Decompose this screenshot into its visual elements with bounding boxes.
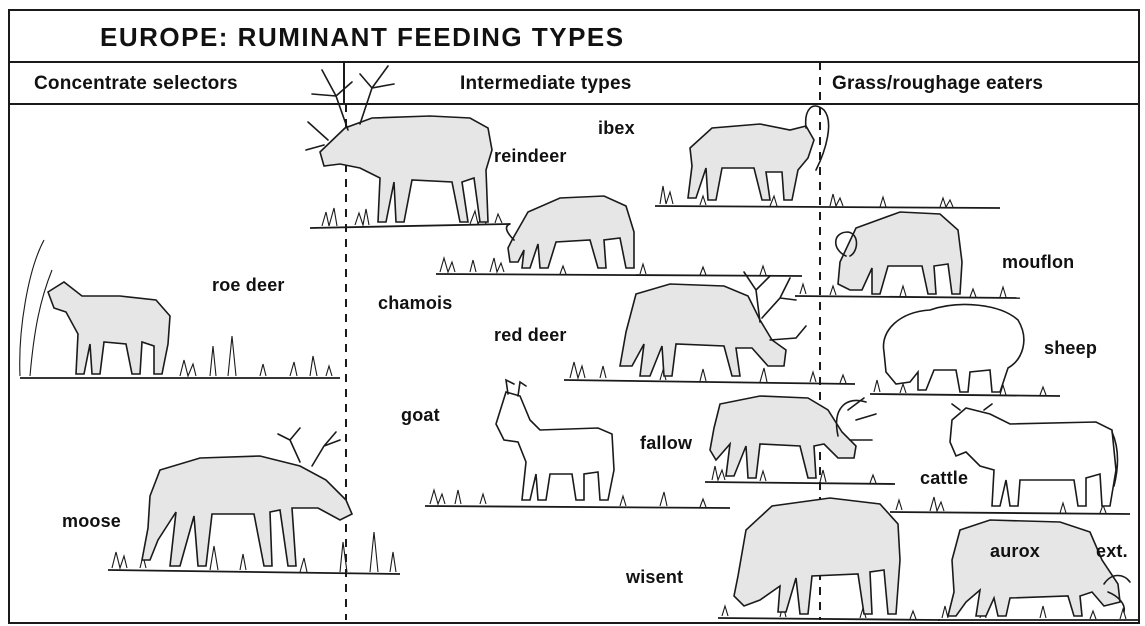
- label-wisent: wisent: [626, 567, 683, 588]
- red-deer-drawing: [564, 272, 855, 384]
- ibex-drawing: [655, 106, 1000, 208]
- label-roe-deer: roe deer: [212, 275, 285, 296]
- chamois-drawing: [436, 196, 802, 276]
- moose-drawing: [108, 428, 400, 574]
- label-aurox-extinct-note: ext.: [1096, 541, 1128, 562]
- label-sheep: sheep: [1044, 338, 1097, 359]
- column-header-intermediate-types: Intermediate types: [460, 73, 632, 95]
- figure-title: EUROPE: RUMINANT FEEDING TYPES: [100, 22, 625, 53]
- roe-deer-drawing: [20, 240, 340, 378]
- column-header-grass-roughage-eaters: Grass/roughage eaters: [832, 73, 1043, 95]
- label-reindeer: reindeer: [494, 146, 567, 167]
- cattle-drawing: [890, 404, 1130, 514]
- label-fallow: fallow: [640, 433, 692, 454]
- column-header-concentrate-selectors: Concentrate selectors: [34, 73, 238, 95]
- label-moose: moose: [62, 511, 121, 532]
- label-chamois: chamois: [378, 293, 452, 314]
- label-aurox: aurox: [990, 541, 1040, 562]
- sheep-drawing: [870, 305, 1060, 396]
- mouflon-drawing: [795, 212, 1020, 298]
- aurox-drawing: [938, 520, 1138, 620]
- label-ibex: ibex: [598, 118, 635, 139]
- label-red-deer: red deer: [494, 325, 567, 346]
- label-cattle: cattle: [920, 468, 968, 489]
- label-mouflon: mouflon: [1002, 252, 1074, 273]
- label-goat: goat: [401, 405, 440, 426]
- fallow-drawing: [705, 396, 895, 484]
- wisent-drawing: [718, 498, 940, 620]
